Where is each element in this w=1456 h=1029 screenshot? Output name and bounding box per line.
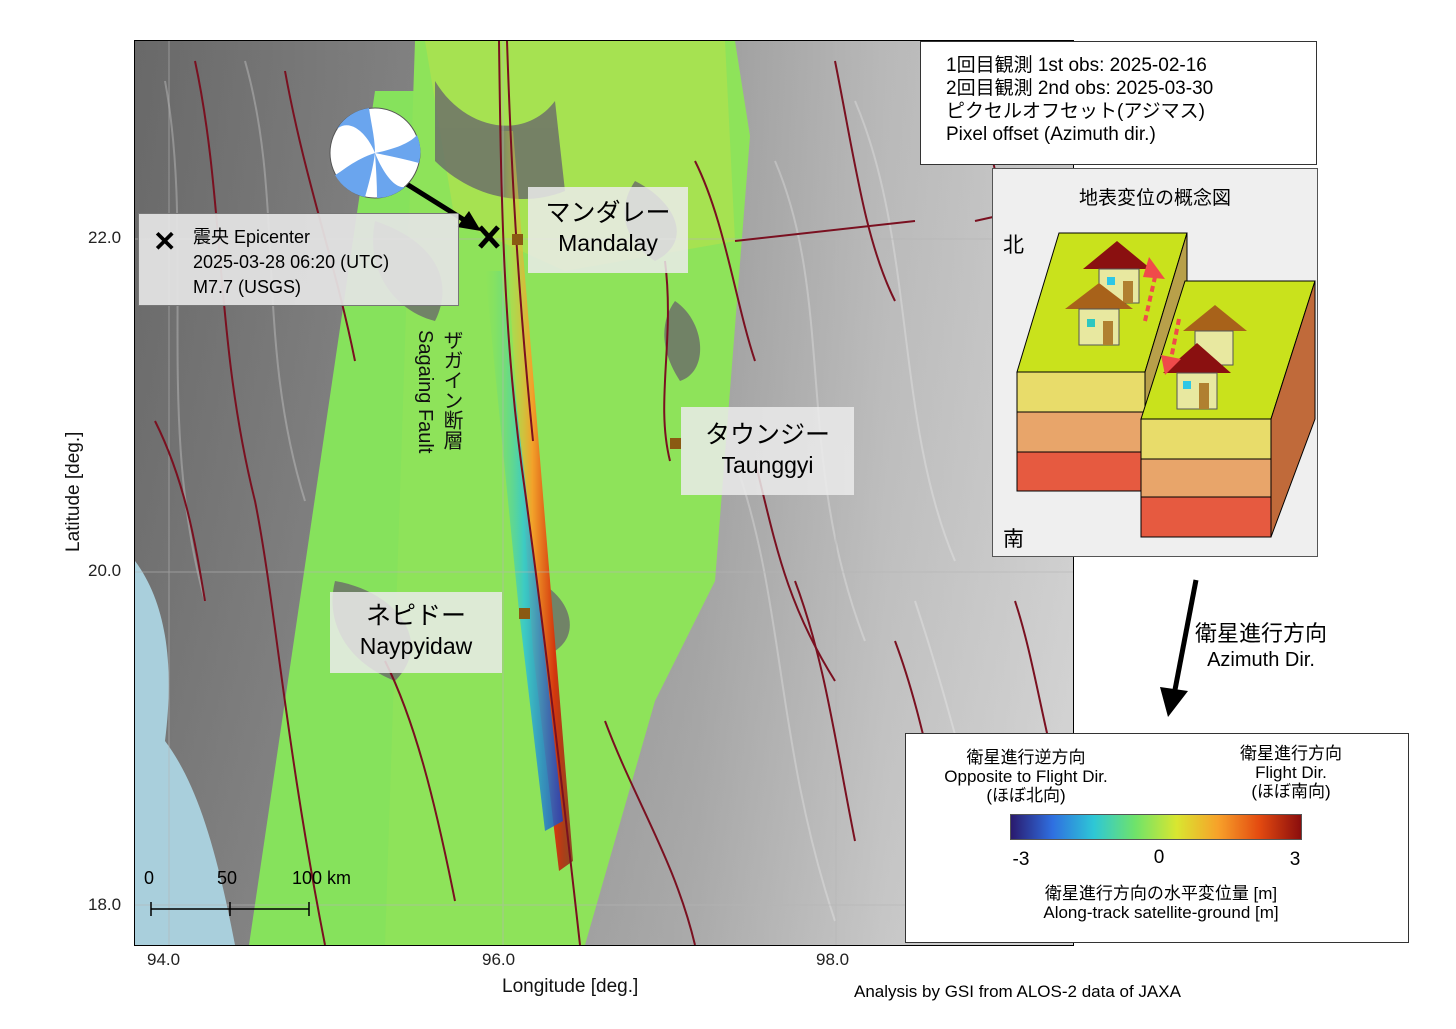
x-tick-94: 94.0 xyxy=(147,950,181,969)
analysis-credit: Analysis by GSI from ALOS-2 data of JAXA xyxy=(854,982,1181,1001)
scalebar-label-100: 100 km xyxy=(292,868,352,888)
taunggyi-marker xyxy=(670,438,681,449)
sagaing-fault-label: ザガイン断層 Sagaing Fault xyxy=(412,330,464,453)
obs-line-3: ピクセルオフセット(アジマス) xyxy=(946,101,1205,122)
deformation-blue xyxy=(485,271,563,831)
epicenter-datetime: 2025-03-28 06:20 (UTC) xyxy=(193,252,390,272)
obs-line-4: Pixel offset (Azimuth dir.) xyxy=(946,124,1156,145)
mandalay-jp: マンダレー xyxy=(545,199,671,227)
colorbar xyxy=(1010,814,1302,840)
scale-bar xyxy=(150,902,310,916)
city-label-mandalay: マンダレー Mandalay xyxy=(528,187,688,273)
colorbar-legend: 衛星進行逆方向 Opposite to Flight Dir. (ほぼ北向) 衛… xyxy=(905,733,1409,943)
colorbar-mid: 0 xyxy=(1153,847,1165,868)
colorbar-max: 3 xyxy=(1289,849,1301,870)
mandalay-marker xyxy=(512,234,523,245)
mandalay-en: Mandalay xyxy=(558,230,658,256)
colorbar-unit: 衛星進行方向の水平変位量 [m] Along-track satellite-g… xyxy=(966,884,1356,922)
legend-right: 衛星進行方向 Flight Dir. (ほぼ南向) xyxy=(1206,744,1376,801)
concept-north: 北 xyxy=(1003,234,1024,257)
city-label-naypyidaw: ネピドー Naypyidaw xyxy=(330,592,502,673)
azimuth-arrow xyxy=(1160,579,1199,717)
house-front xyxy=(1163,343,1231,410)
legend-right-note: (ほぼ南向) xyxy=(1251,782,1331,801)
y-tick-18: 18.0 xyxy=(88,895,122,914)
legend-left-en: Opposite to Flight Dir. xyxy=(944,767,1108,786)
city-label-taunggyi: タウンジー Taunggyi xyxy=(681,407,854,495)
legend-right-en: Flight Dir. xyxy=(1255,763,1327,782)
naypyidaw-jp: ネピドー xyxy=(365,602,466,630)
motion-arrows xyxy=(1143,257,1181,375)
epicenter-info-box: ✕ 震央 Epicenter 2025-03-28 06:20 (UTC) M7… xyxy=(138,213,459,306)
y-tick-22: 22.0 xyxy=(88,228,122,247)
block-diagram-svg xyxy=(1016,232,1316,538)
y-tick-20: 20.0 xyxy=(88,561,122,580)
epicenter-title: 震央 Epicenter xyxy=(193,227,311,247)
colorbar-unit-en: Along-track satellite-ground [m] xyxy=(1043,903,1279,922)
fault-jp: ザガイン断層 xyxy=(440,330,462,450)
fault-en: Sagaing Fault xyxy=(414,330,436,454)
azimuth-en: Azimuth Dir. xyxy=(1207,649,1315,671)
taunggyi-en: Taunggyi xyxy=(721,452,814,478)
observation-info-box: 1回目観測 1st obs: 2025-02-16 2回目観測 2nd obs:… xyxy=(920,41,1317,165)
deformation-red xyxy=(499,131,573,871)
scalebar-label-50: 50 xyxy=(217,868,238,888)
colorbar-unit-jp: 衛星進行方向の水平変位量 [m] xyxy=(1044,884,1278,903)
x-tick-98: 98.0 xyxy=(816,950,850,969)
focal-mechanism-beachball xyxy=(329,107,421,199)
azimuth-jp: 衛星進行方向 xyxy=(1195,621,1328,646)
colorbar-min: -3 xyxy=(1012,849,1030,870)
taunggyi-jp: タウンジー xyxy=(704,421,830,449)
scalebar-label-0: 0 xyxy=(144,868,155,888)
sea xyxy=(135,561,235,945)
y-axis-title: Latitude [deg.] xyxy=(63,431,84,552)
legend-left-note: (ほぼ北向) xyxy=(986,786,1066,805)
legend-left: 衛星進行逆方向 Opposite to Flight Dir. (ほぼ北向) xyxy=(926,748,1126,805)
x-axis-title: Longitude [deg.] xyxy=(502,976,639,997)
concept-diagram: 地表変位の概念図 北 南 xyxy=(992,168,1318,557)
house-lower-ghost xyxy=(1065,283,1133,346)
concept-title: 地表変位の概念図 xyxy=(1078,188,1231,209)
concept-south: 南 xyxy=(1003,528,1024,551)
epicenter-legend-marker: ✕ xyxy=(153,226,177,257)
obs-line-1: 1回目観測 1st obs: 2025-02-16 xyxy=(946,55,1207,76)
legend-left-jp: 衛星進行逆方向 xyxy=(966,748,1086,767)
obs-line-2: 2回目観測 2nd obs: 2025-03-30 xyxy=(946,78,1214,99)
naypyidaw-marker xyxy=(519,608,530,619)
epicenter-magnitude: M7.7 (USGS) xyxy=(193,277,302,297)
azimuth-label: 衛星進行方向 Azimuth Dir. xyxy=(1195,620,1327,672)
epicenter-marker xyxy=(478,225,500,249)
legend-right-jp: 衛星進行方向 xyxy=(1240,744,1342,763)
x-tick-96: 96.0 xyxy=(482,950,516,969)
naypyidaw-en: Naypyidaw xyxy=(359,633,473,659)
